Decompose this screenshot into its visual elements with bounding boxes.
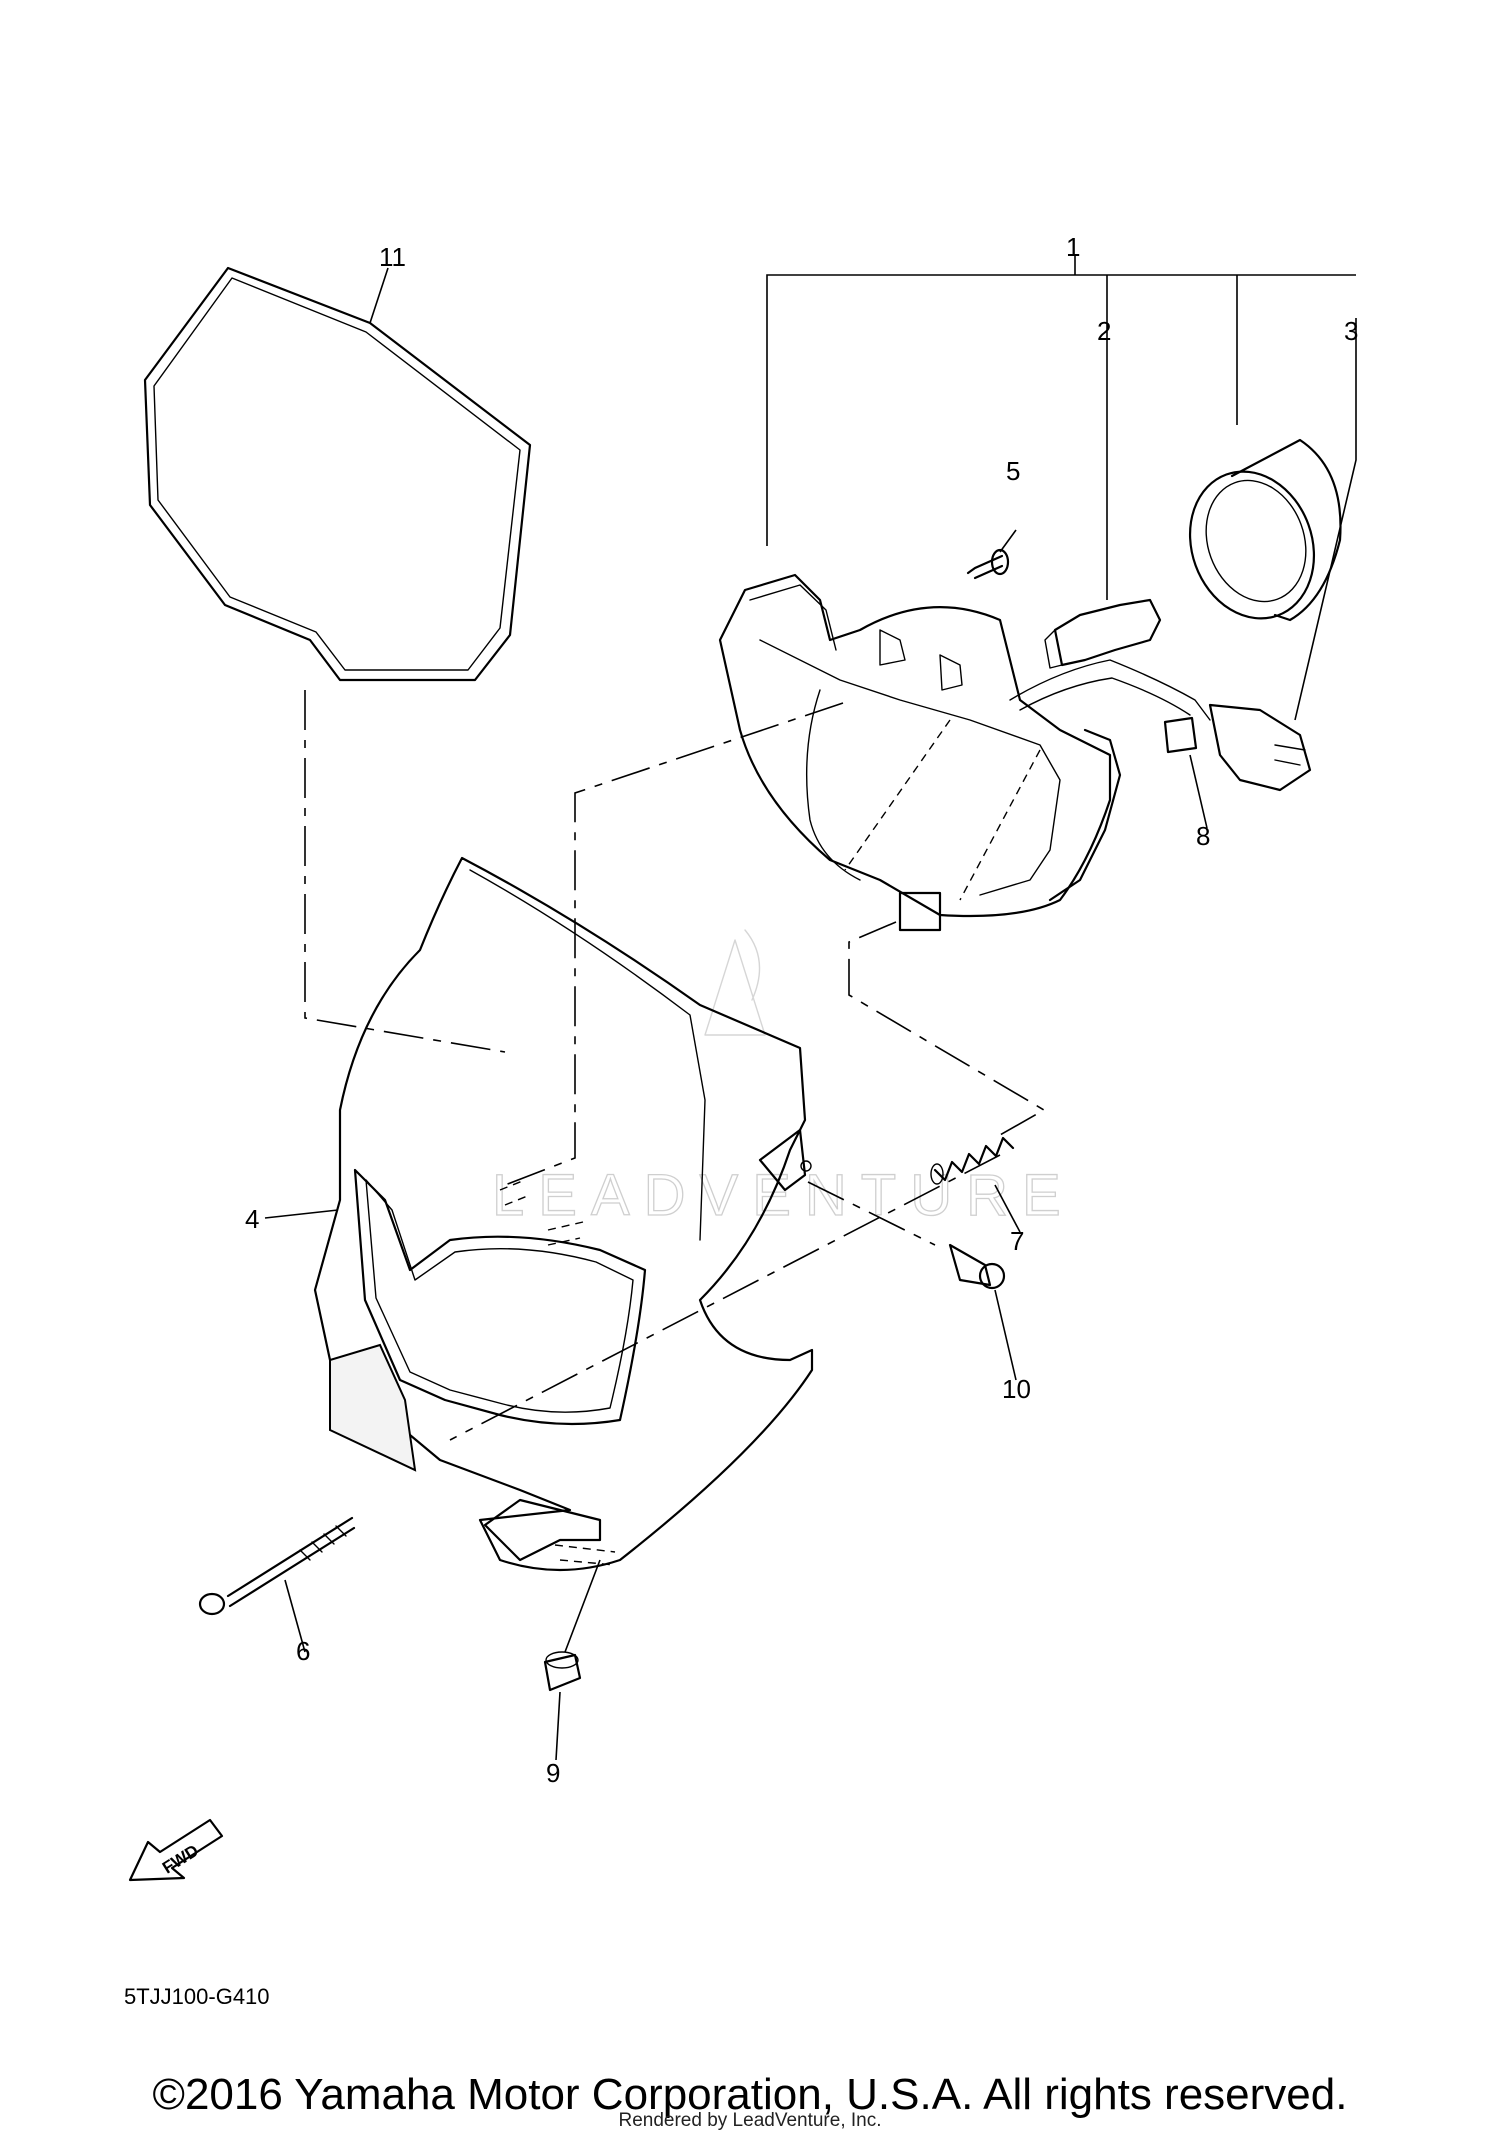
part-8-clip <box>1163 716 1208 829</box>
part-5-screw <box>966 529 1017 580</box>
callout-5: 5 <box>1006 456 1020 486</box>
copyright-notice: ©2016 Yamaha Motor Corporation, U.S.A. A… <box>152 2070 1348 2119</box>
drawing-code: 5TJJ100-G410 <box>124 1984 270 2009</box>
part-1-bracket <box>766 255 1356 546</box>
callout-1: 1 <box>1066 232 1080 262</box>
part-1-headlight-assy <box>718 573 1122 932</box>
callout-4: 4 <box>245 1204 259 1234</box>
part-11-gasket <box>143 266 532 682</box>
fwd-arrow-icon: FWD <box>128 1818 224 1882</box>
callout-3: 3 <box>1344 316 1358 346</box>
callout-10: 10 <box>1002 1374 1031 1404</box>
assembly-lines <box>304 690 1046 1566</box>
fwd-label: FWD <box>159 1841 202 1878</box>
callout-9: 9 <box>546 1758 560 1788</box>
callout-7: 7 <box>1010 1226 1024 1256</box>
part-10-flange-bolt <box>948 1243 1017 1381</box>
watermark-text: LEADVENTURE <box>492 1163 1075 1228</box>
callout-2: 2 <box>1097 316 1111 346</box>
part-3-cover <box>1009 318 1357 792</box>
rendered-by-notice: Rendered by LeadVenture, Inc. <box>618 2110 882 2131</box>
part-4-cowl <box>264 856 814 1572</box>
callout-6: 6 <box>296 1636 310 1666</box>
leadventure-watermark: LEADVENTURE <box>491 929 1075 1229</box>
part-9-grommet <box>543 1559 601 1761</box>
part-6-bolt <box>198 1516 356 1653</box>
callout-labels: 1 2 3 4 5 6 7 8 9 10 11 <box>245 232 1358 1788</box>
callout-8: 8 <box>1196 821 1210 851</box>
callout-11: 11 <box>379 242 406 272</box>
part-7-spring <box>930 1136 1021 1233</box>
part-2-bulb <box>1044 318 1162 669</box>
